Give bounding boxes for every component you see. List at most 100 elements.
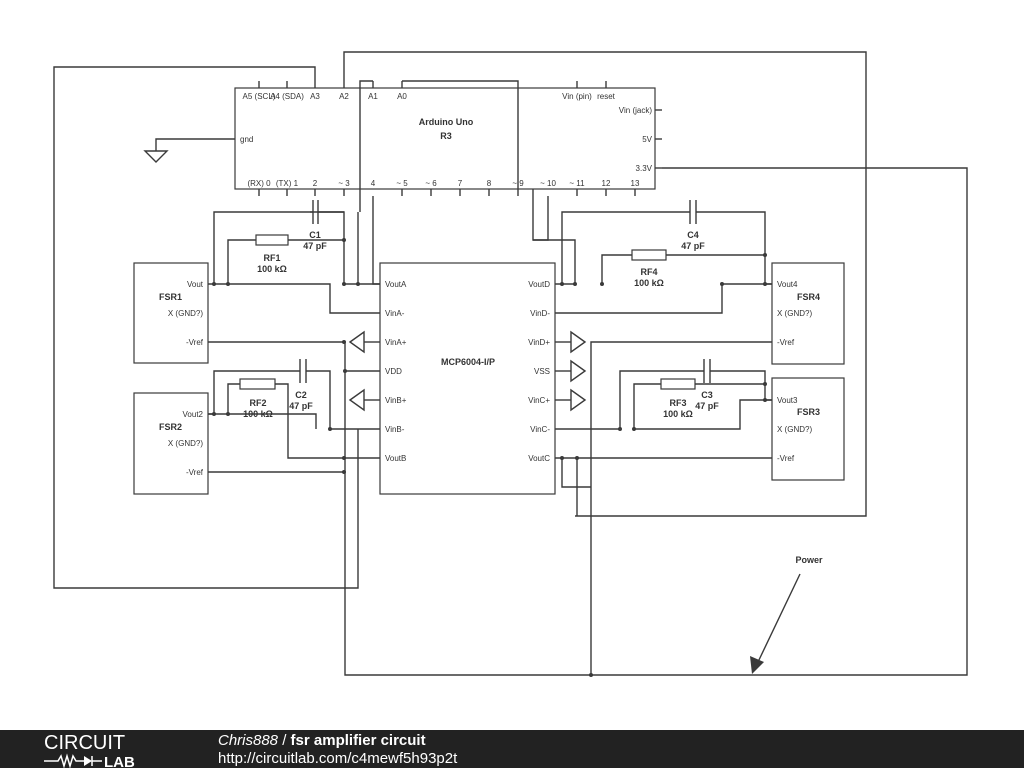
c1-value: 47 pF <box>303 241 327 251</box>
rf2-name: RF2 <box>249 398 266 408</box>
pin-vind-minus: VinD- <box>530 309 550 318</box>
pin-gnd: gnd <box>240 135 253 144</box>
capacitor-c3: C3 47 pF <box>695 359 719 411</box>
c4-name: C4 <box>687 230 699 240</box>
pin-d6: ~ 6 <box>425 179 437 188</box>
pin-d12: 12 <box>602 179 611 188</box>
pin-vin-jack: Vin (jack) <box>619 106 653 115</box>
circuitlab-logo[interactable]: CIRCUIT LAB <box>44 732 184 768</box>
pin-reset: reset <box>597 92 616 101</box>
fsr4-name: FSR4 <box>797 292 820 302</box>
rf2-value: 100 kΩ <box>243 409 273 419</box>
pin-vinc-plus: VinC+ <box>528 396 550 405</box>
fsr1-name: FSR1 <box>159 292 182 302</box>
logo-diode-icon <box>84 756 92 766</box>
arduino-uno: Arduino Uno R3 A5 (SCL) A4 (SDA) A3 A2 A… <box>234 81 662 196</box>
pin-d7: 7 <box>458 179 463 188</box>
resistor-rf3: RF3 100 kΩ <box>660 378 696 419</box>
pin-d1: (TX) 1 <box>276 179 299 188</box>
rf3-value: 100 kΩ <box>663 409 693 419</box>
fsr1-pin-x: X (GND?) <box>168 309 203 318</box>
footer-title-line: Chris888 / fsr amplifier circuit <box>218 732 426 749</box>
fsr1-pin-vout: Vout <box>187 280 204 289</box>
arduino-rev: R3 <box>440 131 452 141</box>
pin-vouta: VoutA <box>385 280 407 289</box>
pin-voutb: VoutB <box>385 454 406 463</box>
fsr3-pin-x: X (GND?) <box>777 425 812 434</box>
c3-value: 47 pF <box>695 401 719 411</box>
schematic-canvas: Arduino Uno R3 A5 (SCL) A4 (SDA) A3 A2 A… <box>53 51 968 677</box>
separator: / <box>278 732 291 749</box>
logo-resistor-icon <box>44 753 84 768</box>
pin-vdd: VDD <box>385 367 402 376</box>
resistor-rf2: RF2 100 kΩ <box>239 378 276 419</box>
arduino-name: Arduino Uno <box>419 117 474 127</box>
pin-d8: 8 <box>487 179 492 188</box>
resistor-rf4: RF4 100 kΩ <box>631 249 667 288</box>
fsr4: FSR4 Vout4 X (GND?) -Vref <box>771 262 845 365</box>
fsr2-pin-x: X (GND?) <box>168 439 203 448</box>
resistor-rf1: RF1 100 kΩ <box>255 234 289 274</box>
pin-vina-plus: VinA+ <box>385 338 407 347</box>
rf1-name: RF1 <box>263 253 280 263</box>
pin-a1: A1 <box>368 92 378 101</box>
pin-d3: ~ 3 <box>338 179 350 188</box>
pin-d10: ~ 10 <box>540 179 556 188</box>
rf4-value: 100 kΩ <box>634 278 664 288</box>
author-name[interactable]: Chris888 <box>218 732 279 749</box>
pin-3v3: 3.3V <box>636 164 653 173</box>
pin-vina-minus: VinA- <box>385 309 405 318</box>
fsr1: FSR1 Vout X (GND?) -Vref <box>133 262 209 364</box>
pin-vinb-minus: VinB- <box>385 425 405 434</box>
pin-vinc-minus: VinC- <box>530 425 550 434</box>
c3-name: C3 <box>701 390 713 400</box>
pin-a3: A3 <box>310 92 320 101</box>
power-label: Power <box>795 555 823 565</box>
pin-voutc: VoutC <box>528 454 550 463</box>
fsr3-pin-vref: -Vref <box>777 454 795 463</box>
vss-ground-icon <box>570 359 587 383</box>
pin-d0: (RX) 0 <box>247 179 271 188</box>
fsr4-pin-vout: Vout4 <box>777 280 798 289</box>
fsr4-pin-x: X (GND?) <box>777 309 812 318</box>
pin-a2: A2 <box>339 92 349 101</box>
circuit-title[interactable]: fsr amplifier circuit <box>290 732 426 749</box>
vinc-plus-ground-icon <box>570 388 587 412</box>
junction-dots <box>212 238 767 677</box>
opamp-name: MCP6004-I/P <box>441 357 495 367</box>
opamp-input-ground-symbols <box>348 330 587 412</box>
circuit-url[interactable]: http://circuitlab.com/c4mewf5h93p2t <box>218 750 458 767</box>
c2-name: C2 <box>295 390 307 400</box>
vinb-plus-ground-icon <box>348 388 365 412</box>
power-arrow-icon <box>757 573 801 663</box>
pin-d5: ~ 5 <box>396 179 408 188</box>
pin-5v: 5V <box>642 135 652 144</box>
pin-a4: A4 (SDA) <box>270 92 304 101</box>
vind-plus-ground-icon <box>570 330 587 354</box>
fsr3: FSR3 Vout3 X (GND?) -Vref <box>771 377 845 481</box>
wires <box>53 51 968 676</box>
capacitor-c4: C4 47 pF <box>681 200 705 251</box>
fsr2: FSR2 Vout2 X (GND?) -Vref <box>133 392 209 495</box>
pin-a5: A5 (SCL) <box>243 92 276 101</box>
rf4-name: RF4 <box>640 267 657 277</box>
logo-text-top: CIRCUIT <box>44 732 125 754</box>
capacitor-c1: C1 47 pF <box>303 200 344 251</box>
power-annotation: Power <box>750 555 823 674</box>
pin-vin: Vin (pin) <box>562 92 592 101</box>
pin-vss: VSS <box>534 367 550 376</box>
pin-a0: A0 <box>397 92 407 101</box>
capacitor-c2: C2 47 pF <box>289 359 313 411</box>
pin-vind-plus: VinD+ <box>528 338 550 347</box>
c1-name: C1 <box>309 230 321 240</box>
pin-d2: 2 <box>313 179 318 188</box>
rf3-name: RF3 <box>669 398 686 408</box>
c2-value: 47 pF <box>289 401 313 411</box>
fsr2-name: FSR2 <box>159 422 182 432</box>
footer-bar: CIRCUIT LAB Chris888 / fsr amplifier cir… <box>0 730 1024 768</box>
pin-d11: ~ 11 <box>569 179 585 188</box>
fsr2-pin-vout: Vout2 <box>183 410 204 419</box>
fsr1-pin-vref: -Vref <box>186 338 204 347</box>
fsr4-pin-vref: -Vref <box>777 338 795 347</box>
pin-voutd: VoutD <box>528 280 550 289</box>
